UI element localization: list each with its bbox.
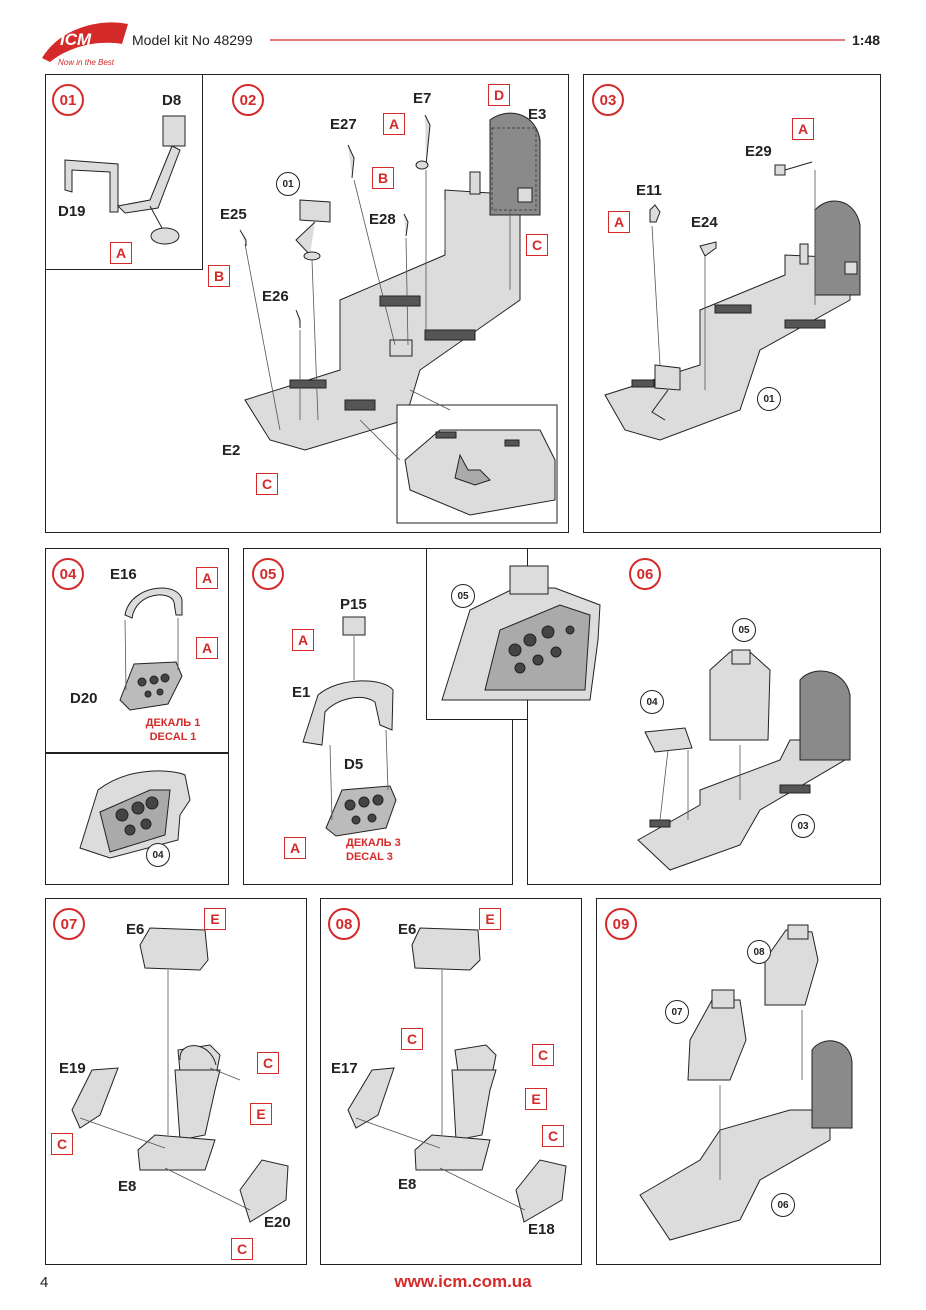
paint-tag-c: C: [231, 1238, 253, 1260]
part-label-e19: E19: [59, 1060, 86, 1077]
paint-tag-b: B: [208, 265, 230, 287]
page-number: 4: [40, 1274, 49, 1291]
step-reference-06: 06: [771, 1193, 795, 1217]
part-label-e16: E16: [110, 566, 137, 583]
part-label-p15: P15: [340, 596, 367, 613]
part-label-e8: E8: [118, 1178, 137, 1195]
step-number-06: 06: [629, 558, 661, 590]
step-reference-03: 03: [791, 814, 815, 838]
part-label-e11: E11: [636, 182, 662, 199]
part-label-e25: E25: [220, 206, 247, 223]
website-link[interactable]: www.icm.com.ua: [394, 1272, 532, 1291]
paint-tag-a: A: [292, 629, 314, 651]
part-label-e6: E6: [398, 921, 417, 938]
part-label-d20: D20: [70, 690, 98, 707]
brand-slogan: Now in the Best: [58, 58, 115, 67]
decal-label-en: DECAL 1: [149, 731, 197, 743]
brand-logo-text: ICM: [60, 30, 92, 49]
part-label-e1: E1: [292, 684, 311, 701]
step-number-03: 03: [592, 84, 624, 116]
part-label-e28: E28: [369, 211, 396, 228]
paint-tag-a: A: [792, 118, 814, 140]
leader-lines: [79, 170, 816, 1211]
paint-tag-c: C: [51, 1133, 73, 1155]
part-label-d5: D5: [344, 756, 364, 773]
decal-note: ДЕКАЛЬ 1 DECAL 1: [128, 716, 218, 744]
paint-tag-a: A: [608, 211, 630, 233]
decal-label-ru: ДЕКАЛЬ 1: [145, 717, 201, 729]
step05-illustration: [302, 565, 601, 837]
paint-tag-a: A: [196, 567, 218, 589]
part-label-e20: E20: [264, 1214, 291, 1231]
step09-illustration: [639, 924, 853, 1241]
paint-tag-a: A: [196, 637, 218, 659]
step-reference-05: 05: [732, 618, 756, 642]
icm-logo-swoosh: [42, 22, 128, 62]
decal-note: ДЕКАЛЬ 3 DECAL 3: [346, 836, 436, 864]
paint-tag-a: A: [110, 242, 132, 264]
part-label-e18: E18: [528, 1221, 555, 1238]
step01-illustration: [64, 115, 186, 245]
scale-label: 1:48: [852, 32, 881, 48]
step-reference-01: 01: [276, 172, 300, 196]
part-label-e3: E3: [528, 106, 547, 123]
paint-tag-e: E: [250, 1103, 272, 1125]
paint-tag-c: C: [542, 1125, 564, 1147]
part-label-e17: E17: [331, 1060, 358, 1077]
paint-tag-c: C: [256, 473, 278, 495]
paint-tag-a: A: [383, 113, 405, 135]
model-kit-number: Model kit No 48299: [132, 32, 253, 48]
part-label-e8: E8: [398, 1176, 417, 1193]
paint-tag-c: C: [257, 1052, 279, 1074]
step-reference-08: 08: [747, 940, 771, 964]
header-graphics: [42, 22, 845, 62]
decal-label-en: DECAL 3: [346, 851, 393, 863]
step03-illustration: [604, 161, 861, 441]
part-label-e7: E7: [413, 90, 432, 107]
step-number-02: 02: [232, 84, 264, 116]
step-reference-01: 01: [757, 387, 781, 411]
step04-illustration: [79, 587, 191, 859]
step-reference-07: 07: [665, 1000, 689, 1024]
step-number-07: 07: [53, 908, 85, 940]
part-label-e26: E26: [262, 288, 289, 305]
part-label-e29: E29: [745, 143, 772, 160]
step-number-04: 04: [52, 558, 84, 590]
paint-tag-e: E: [525, 1088, 547, 1110]
part-label-e27: E27: [330, 116, 357, 133]
paint-tag-b: B: [372, 167, 394, 189]
paint-tag-e: E: [204, 908, 226, 930]
step-reference-04: 04: [640, 690, 664, 714]
step-number-05: 05: [252, 558, 284, 590]
paint-tag-c: C: [401, 1028, 423, 1050]
paint-tag-a: A: [284, 837, 306, 859]
step-reference-04: 04: [146, 843, 170, 867]
paint-tag-c: C: [532, 1044, 554, 1066]
part-label-e2: E2: [222, 442, 241, 459]
paint-tag-c: C: [526, 234, 548, 256]
part-label-d8: D8: [162, 92, 182, 109]
step08-illustration: [347, 927, 567, 1223]
step-number-08: 08: [328, 908, 360, 940]
step06-illustration: [637, 649, 851, 871]
step-reference-05: 05: [451, 584, 475, 608]
paint-tag-d: D: [488, 84, 510, 106]
step-number-09: 09: [605, 908, 637, 940]
part-label-e6: E6: [126, 921, 145, 938]
part-label-e24: E24: [691, 214, 718, 231]
step-number-01: 01: [52, 84, 84, 116]
step07-illustration: [71, 927, 289, 1223]
decal-label-ru: ДЕКАЛЬ 3: [346, 837, 401, 849]
step02-illustration: [239, 112, 558, 524]
paint-tag-e: E: [479, 908, 501, 930]
part-label-d19: D19: [58, 203, 86, 220]
